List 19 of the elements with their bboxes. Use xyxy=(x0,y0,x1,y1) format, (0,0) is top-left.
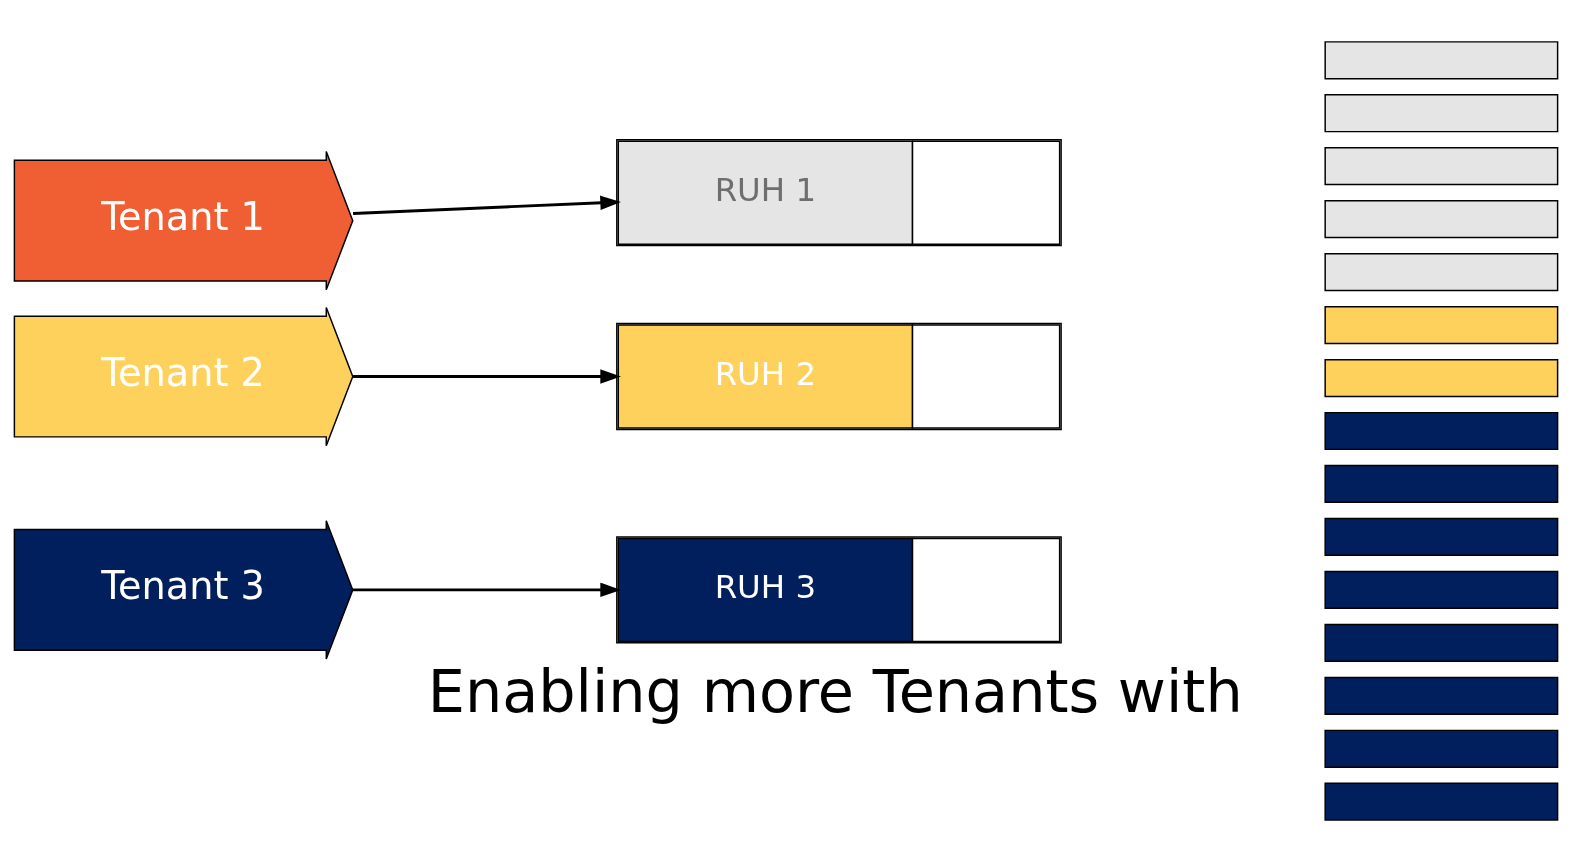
node-box xyxy=(1324,147,1559,186)
node-box xyxy=(1324,464,1559,504)
arrow xyxy=(353,582,621,598)
node-box xyxy=(1324,94,1559,133)
node-box xyxy=(1324,782,1559,821)
node-box xyxy=(1324,623,1559,662)
node-box xyxy=(1324,41,1559,80)
node-box xyxy=(1324,570,1559,609)
arrow xyxy=(353,369,621,384)
node-box xyxy=(1324,411,1559,451)
node-box xyxy=(1324,729,1559,768)
node-box xyxy=(1324,200,1559,239)
node-box xyxy=(1324,517,1559,557)
arrow xyxy=(353,195,621,215)
node-box xyxy=(1324,676,1559,715)
node-box xyxy=(1324,358,1559,398)
node-box xyxy=(1324,305,1559,345)
node-box xyxy=(1324,253,1559,292)
label: Enabling more Tenants with xyxy=(427,656,1243,726)
